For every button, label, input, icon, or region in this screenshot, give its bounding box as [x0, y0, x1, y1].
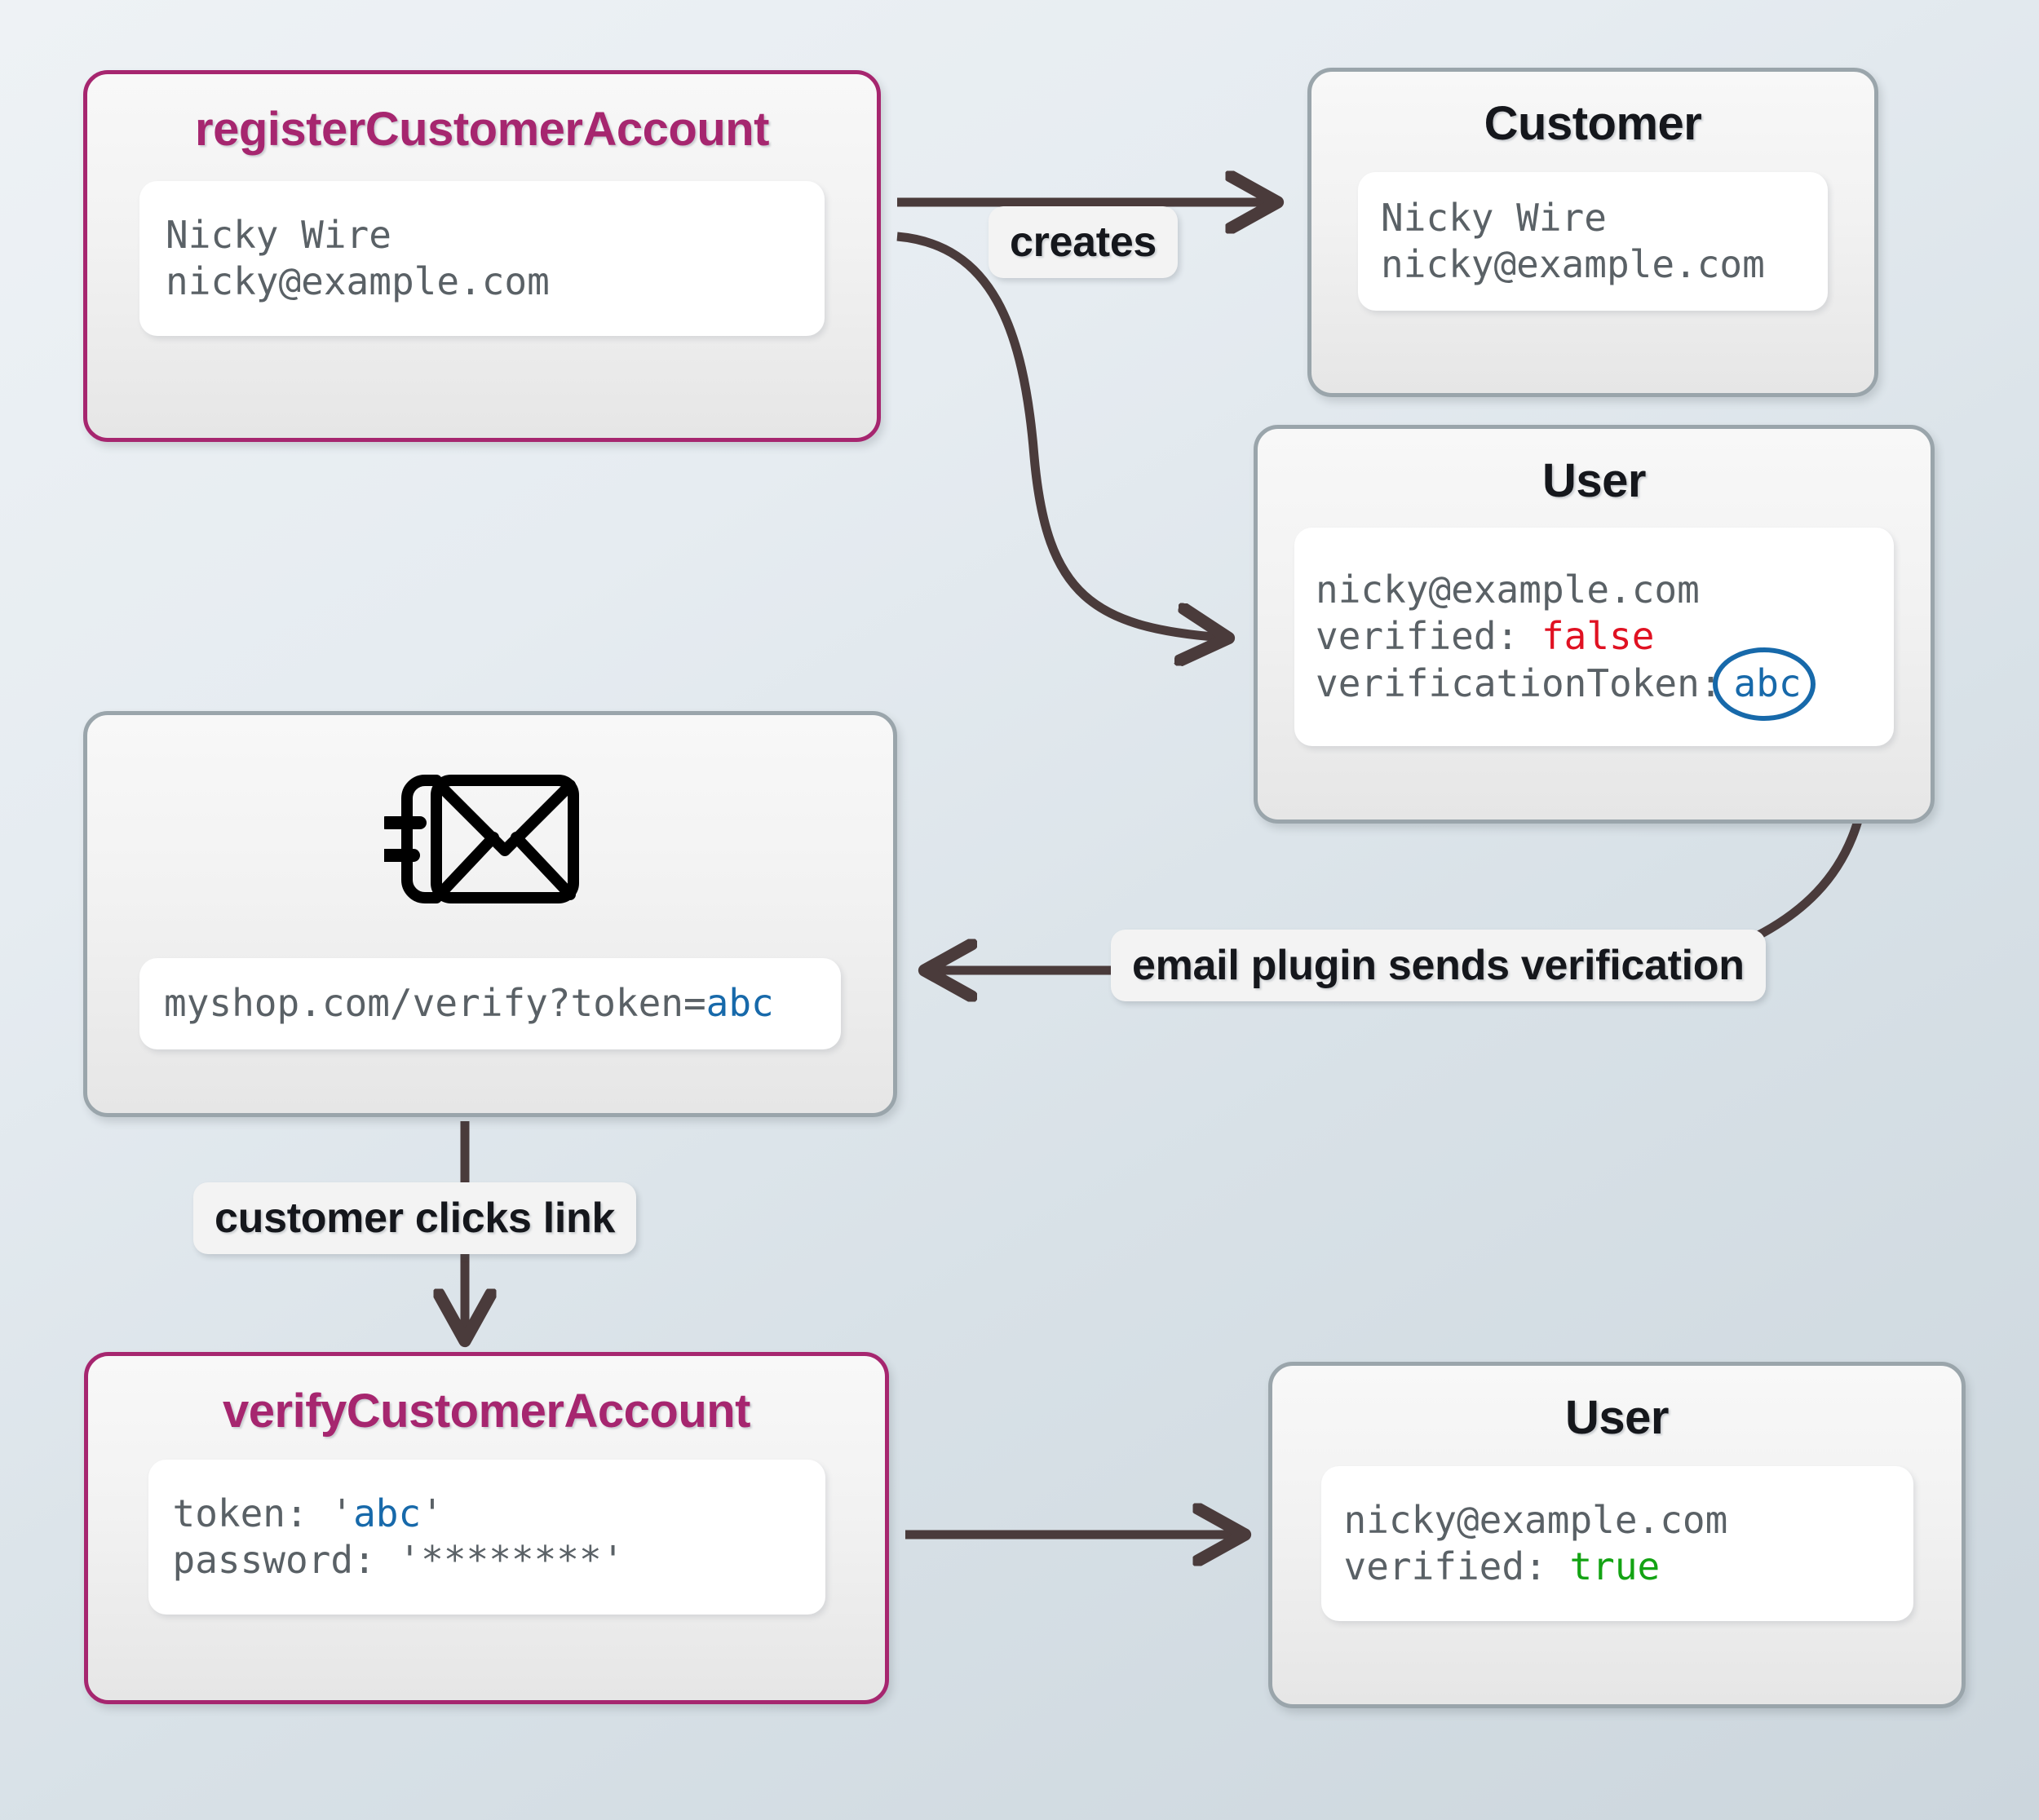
verification-token-label: verificationToken: [1316, 660, 1723, 705]
envelope-send-icon [384, 758, 596, 921]
verify-url-token: abc [705, 981, 774, 1026]
code-line-name: Nicky Wire [1381, 195, 1607, 240]
code-line-verified: verified: false [1316, 613, 1873, 660]
node-body-verify-customer-account: token: 'abc' password: '********' [148, 1460, 825, 1615]
verified-label: verified: [1316, 614, 1541, 659]
verify-url-prefix: myshop.com/verify?token= [164, 981, 706, 1026]
node-body-user-verified: nicky@example.com verified: true [1320, 1466, 1913, 1621]
code-line-email: nicky@example.com [1343, 1497, 1728, 1542]
node-register-customer-account[interactable]: registerCustomerAccount Nicky Wire nicky… [83, 70, 881, 442]
verified-value: true [1569, 1544, 1661, 1588]
node-body-customer: Nicky Wire nicky@example.com [1358, 172, 1828, 311]
code-line-verification-token: verificationToken:abc [1316, 660, 1873, 708]
node-title-customer: Customer [1484, 97, 1702, 150]
code-line-email: nicky@example.com [1381, 242, 1765, 286]
edge-label-creates: creates [989, 206, 1179, 278]
code-line-name: Nicky Wire [166, 212, 391, 257]
code-line-token: token: 'abc' [173, 1491, 801, 1538]
node-title-user-unverified: User [1542, 454, 1646, 507]
node-user-verified[interactable]: User nicky@example.com verified: true [1268, 1362, 1966, 1708]
code-line-verified: verified: true [1344, 1544, 1891, 1591]
node-body-email-message: myshop.com/verify?token=abc [139, 958, 841, 1049]
edge-label-email-plugin: email plugin sends verification [1111, 930, 1766, 1001]
node-customer[interactable]: Customer Nicky Wire nicky@example.com [1307, 68, 1878, 397]
node-title-register-customer-account: registerCustomerAccount [195, 103, 769, 156]
verification-token-value-circled: abc [1723, 660, 1813, 708]
code-line-password: password: '********' [172, 1538, 625, 1582]
node-title-verify-customer-account: verifyCustomerAccount [223, 1385, 750, 1438]
verified-label: verified: [1343, 1544, 1570, 1588]
node-email-message[interactable]: myshop.com/verify?token=abc [83, 711, 897, 1117]
token-value: abc [353, 1491, 422, 1535]
code-line-email: nicky@example.com [166, 259, 550, 303]
code-line-verify-url: myshop.com/verify?token=abc [164, 980, 816, 1027]
edge-creates-user [896, 232, 1223, 638]
node-verify-customer-account[interactable]: verifyCustomerAccount token: 'abc' passw… [84, 1352, 889, 1704]
node-user-unverified[interactable]: User nicky@example.com verified: false v… [1254, 425, 1935, 824]
token-label: token: ' [172, 1491, 354, 1535]
verified-value: false [1541, 614, 1655, 659]
node-body-user-unverified: nicky@example.com verified: false verifi… [1294, 528, 1894, 746]
code-line-email: nicky@example.com [1316, 567, 1700, 612]
token-suffix: ' [421, 1491, 444, 1535]
node-title-user-verified: User [1565, 1391, 1669, 1444]
node-body-register-customer-account: Nicky Wire nicky@example.com [139, 181, 825, 336]
edge-label-customer-clicks: customer clicks link [193, 1182, 637, 1254]
